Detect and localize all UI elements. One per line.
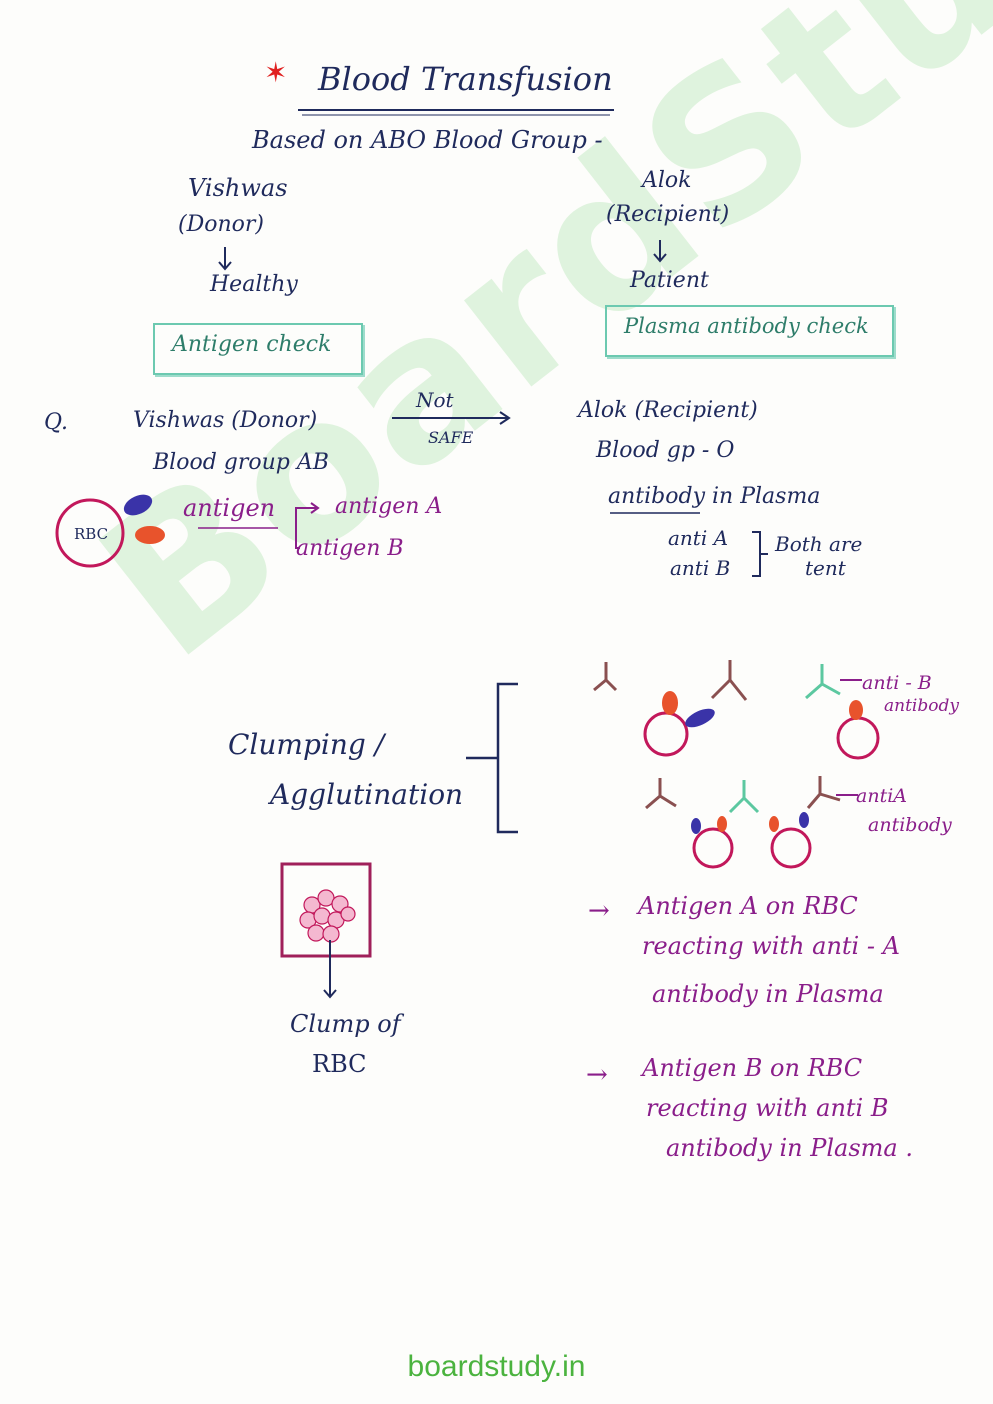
note-2-line-3: antibody in Plasma . — [666, 1134, 913, 1162]
antigen-b-top — [662, 691, 678, 715]
question-donor: Vishwas (Donor) — [133, 408, 318, 433]
footer-url: boardstudy.in — [407, 1350, 586, 1383]
rbc-cell — [55, 498, 125, 568]
antigen-bl-a — [691, 818, 701, 834]
not-safe-arrow — [392, 411, 511, 425]
anti-a-text: anti A — [668, 526, 729, 550]
clumping-bracket — [466, 682, 518, 834]
antigen-a-top — [685, 708, 715, 728]
anti-b-label-2: antibody — [884, 696, 959, 716]
anti-brace — [752, 531, 768, 577]
donor-name: Vishwas — [188, 174, 288, 202]
antibody-bottom-center — [728, 780, 760, 814]
recipient-name: Alok — [642, 168, 692, 193]
note-1-line-2: reacting with anti - A — [642, 932, 900, 960]
anti-a-label-1: antiA — [856, 785, 907, 807]
arrow-label-not: Not — [416, 388, 454, 412]
page-title: Blood Transfusion — [318, 60, 613, 98]
anti-b-text: anti B — [670, 556, 731, 580]
antigen-br-a — [799, 812, 809, 828]
antigen-a-shape — [123, 494, 153, 516]
clump-label-2: RBC — [312, 1050, 367, 1078]
note-2-line-2: reacting with anti B — [646, 1094, 889, 1122]
antigen-check-box — [153, 323, 363, 375]
anti-a-label-2: antibody — [868, 814, 952, 836]
rbc-clump — [299, 889, 356, 943]
note-2-arrow: → — [586, 1060, 608, 1090]
antigen-bl-b — [717, 816, 727, 832]
question-donor-group: Blood group AB — [153, 450, 329, 475]
donor-role: (Donor) — [178, 212, 264, 237]
antigen-top-right — [849, 700, 863, 720]
antigen-split-arrow — [295, 507, 316, 549]
antibody-heading: antibody in Plasma — [608, 484, 821, 509]
rbc-top-right — [836, 716, 880, 760]
rbc-label: RBC — [74, 525, 109, 543]
clump-down-arrow — [323, 940, 337, 999]
anti-b-label-1: anti - B — [862, 672, 932, 694]
plasma-check-box — [605, 305, 894, 357]
antigen-b-shape — [135, 526, 165, 544]
clumping-heading: Clumping / — [228, 728, 385, 761]
rbc-top-left — [643, 711, 689, 757]
question-marker: Q. — [44, 410, 68, 435]
both-present-1: Both are — [775, 532, 863, 556]
clump-label-1: Clump of — [290, 1010, 401, 1038]
arrow-label-safe: SAFE — [428, 428, 474, 447]
antibody-top-right — [805, 664, 841, 700]
rbc-bottom-left — [692, 827, 734, 869]
recipient-down-arrow — [653, 240, 667, 263]
donor-state: Healthy — [210, 272, 298, 297]
plasma-check-label: Plasma antibody check — [624, 314, 869, 338]
antibody-bottom-left — [645, 778, 677, 810]
question-recipient: Alok (Recipient) — [578, 398, 758, 423]
antigen-check-label: Antigen check — [172, 332, 332, 357]
agglutination-heading: Agglutination — [270, 778, 464, 811]
note-1-line-3: antibody in Plasma — [652, 980, 884, 1008]
recipient-role: (Recipient) — [606, 202, 730, 227]
antigen-heading: antigen — [183, 494, 276, 522]
antigen-b-text: antigen B — [296, 536, 404, 561]
star-icon: ✶ — [264, 56, 288, 89]
antigen-br-b — [769, 816, 779, 832]
clump-box — [280, 862, 372, 958]
donor-down-arrow — [218, 247, 232, 271]
note-1-line-1: Antigen A on RBC — [638, 892, 858, 920]
note-2-line-1: Antigen B on RBC — [642, 1054, 863, 1082]
antibody-top-center — [710, 660, 748, 701]
rbc-bottom-right — [770, 827, 812, 869]
antigen-a-text: antigen A — [335, 494, 443, 519]
antigen-split-arrowhead — [310, 502, 320, 514]
both-present-2: tent — [805, 556, 846, 580]
recipient-state: Patient — [630, 268, 709, 293]
question-recipient-group: Blood gp - O — [596, 438, 735, 463]
note-1-arrow: → — [588, 896, 610, 926]
antibody-top-left — [593, 662, 618, 692]
subtitle: Based on ABO Blood Group - — [252, 126, 603, 154]
antibody-bottom-right — [806, 776, 841, 809]
